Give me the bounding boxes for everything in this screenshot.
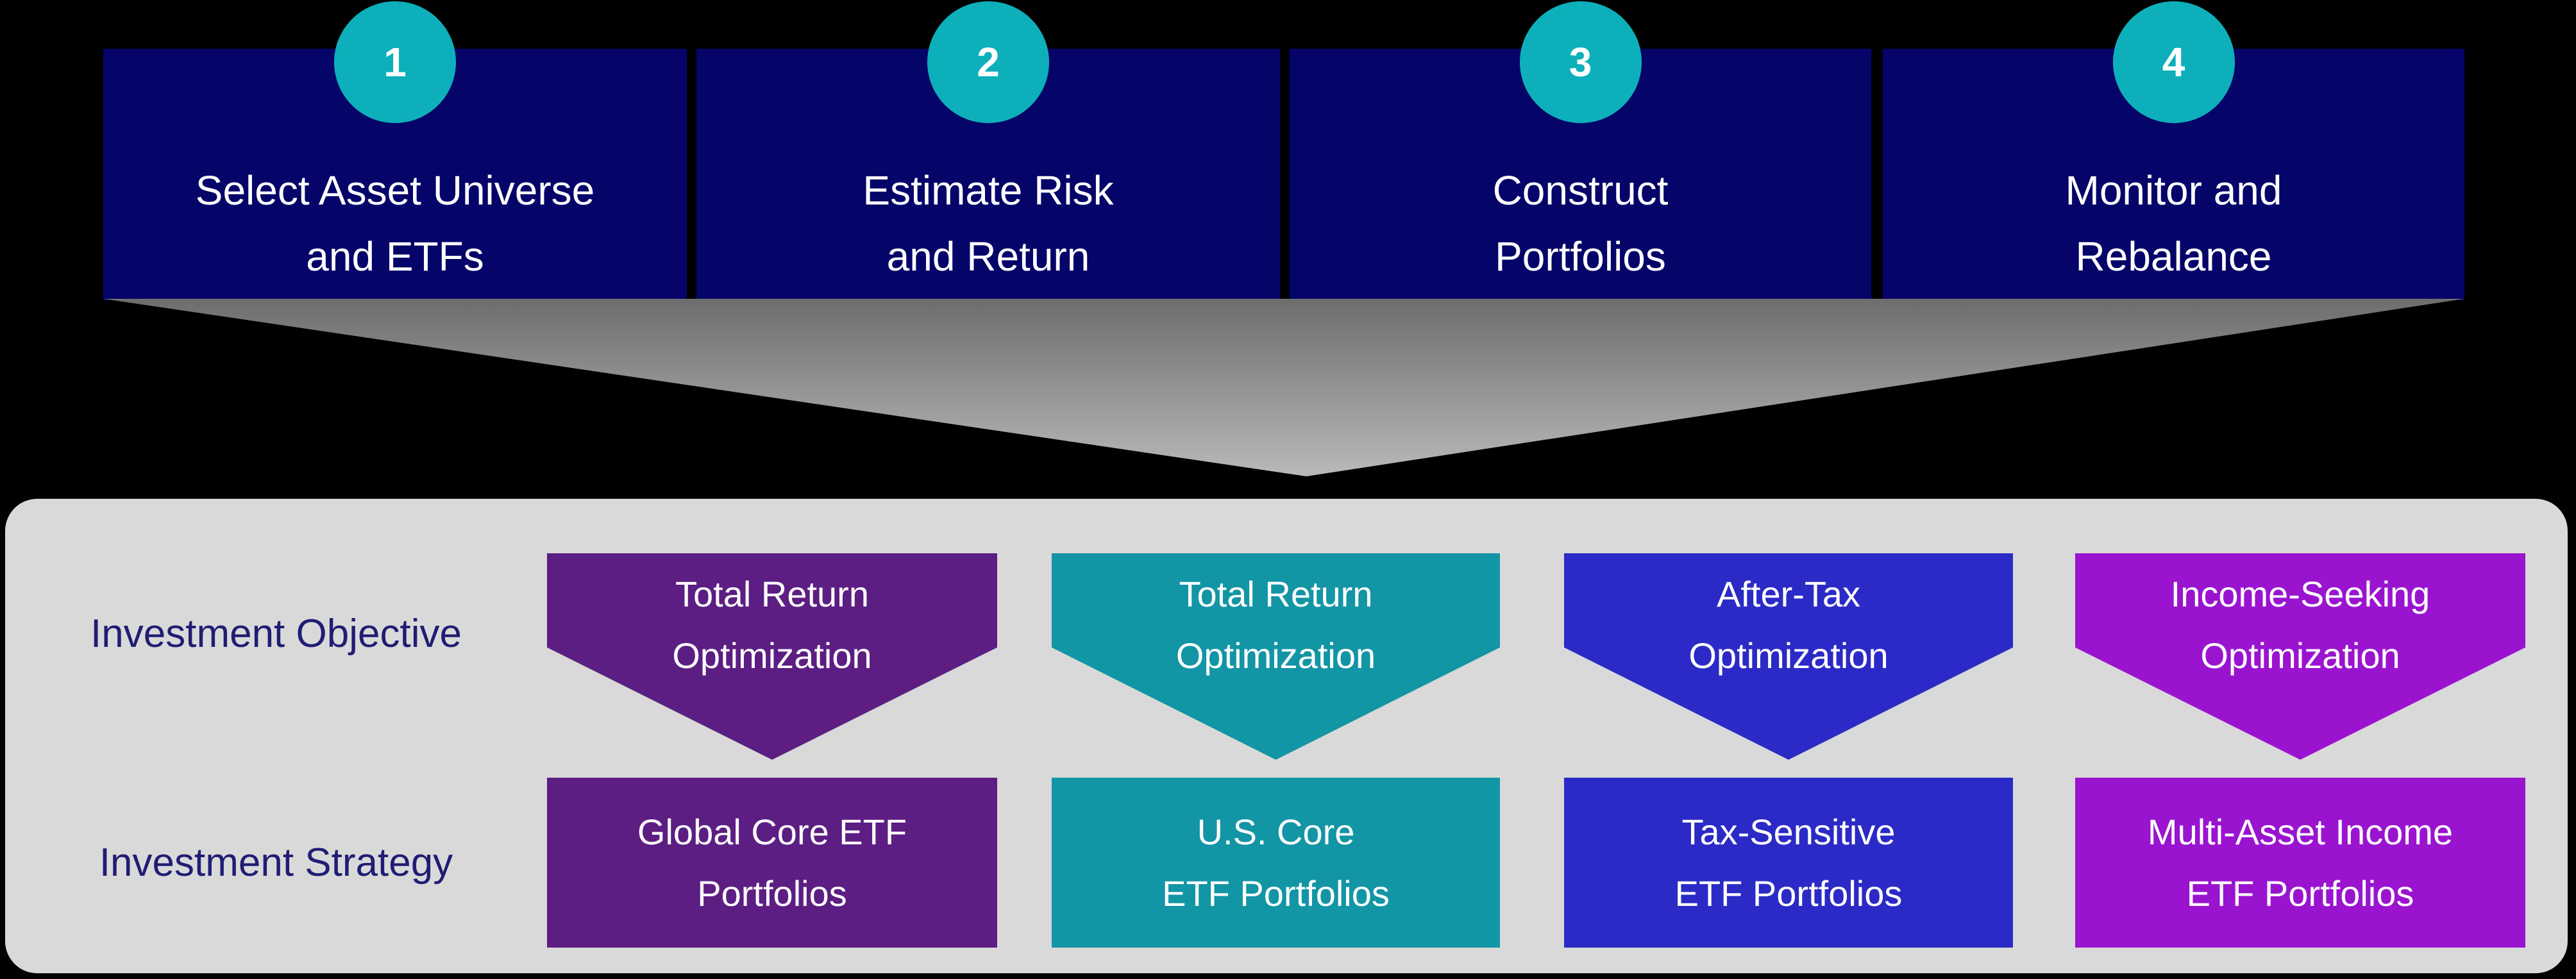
funnel-arrow (103, 299, 2464, 476)
objective-line: Optimization (672, 635, 872, 676)
step-title-line: Estimate Risk (863, 167, 1114, 213)
strategy-box-global-core: Global Core ETF Portfolios (547, 778, 997, 948)
strategy-row-label-text: Investment Strategy (99, 840, 453, 885)
objective-arrow-income-seeking: Income-Seeking Optimization (2075, 553, 2525, 760)
strategy-line: Tax-Sensitive (1681, 811, 1896, 852)
step-box-1: 1 Select Asset Universe and ETFs (103, 1, 687, 300)
strategy-row-label: Investment Strategy (5, 824, 547, 901)
strategy-box-us-core: U.S. Core ETF Portfolios (1052, 778, 1500, 948)
step-title-line: Construct (1492, 167, 1669, 213)
step-number: 1 (383, 39, 407, 85)
step-title-line: and Return (886, 233, 1090, 280)
step-title-2: Estimate Risk and Return (696, 49, 1280, 290)
objective-line: Optimization (1175, 635, 1376, 676)
step-number-badge-4: 4 (2112, 1, 2235, 123)
objective-row-label: Investment Objective (5, 595, 547, 672)
objective-arrow-total-return-1: Total Return Optimization (547, 553, 997, 760)
objective-arrow-total-return-2: Total Return Optimization (1052, 553, 1500, 760)
strategy-line: U.S. Core (1197, 811, 1355, 852)
strategy-line: Multi-Asset Income (2147, 811, 2454, 852)
step-title-1: Select Asset Universe and ETFs (103, 49, 687, 290)
step-title-line: Portfolios (1495, 233, 1666, 280)
step-number-badge-1: 1 (334, 1, 456, 123)
objective-arrow-after-tax: After-Tax Optimization (1564, 553, 2013, 760)
objective-row-label-text: Investment Objective (90, 611, 462, 656)
step-box-2: 2 Estimate Risk and Return (696, 1, 1280, 300)
step-title-3: Construct Portfolios (1290, 49, 1871, 290)
objective-line: Total Return (675, 574, 869, 614)
step-title-4: Monitor and Rebalance (1883, 49, 2464, 290)
strategy-line: ETF Portfolios (1674, 873, 1903, 914)
strategy-line: Global Core ETF (637, 811, 907, 852)
strategy-box-multi-asset-income: Multi-Asset Income ETF Portfolios (2075, 778, 2525, 948)
strategy-box-tax-sensitive: Tax-Sensitive ETF Portfolios (1564, 778, 2013, 948)
step-title-line: Monitor and (2065, 167, 2282, 213)
objective-line: Income-Seeking (2170, 574, 2430, 614)
strategy-line: ETF Portfolios (2186, 873, 2414, 914)
objective-line: Optimization (2200, 635, 2400, 676)
step-number: 4 (2162, 39, 2185, 85)
step-title-line: and ETFs (306, 233, 484, 280)
objective-line: Total Return (1179, 574, 1373, 614)
objective-line: Optimization (1688, 635, 1889, 676)
step-box-3: 3 Construct Portfolios (1290, 1, 1871, 300)
strategy-line: ETF Portfolios (1162, 873, 1390, 914)
step-number: 3 (1569, 39, 1592, 85)
objective-line: After-Tax (1716, 574, 1861, 614)
step-number-badge-3: 3 (1519, 1, 1642, 123)
step-title-line: Select Asset Universe (195, 167, 595, 213)
step-box-4: 4 Monitor and Rebalance (1883, 1, 2464, 300)
strategies-panel: Investment Objective Investment Strategy… (5, 499, 2568, 973)
step-title-line: Rebalance (2075, 233, 2272, 280)
step-number-badge-2: 2 (927, 1, 1049, 123)
strategy-line: Portfolios (697, 873, 847, 914)
step-number: 2 (977, 39, 1000, 85)
